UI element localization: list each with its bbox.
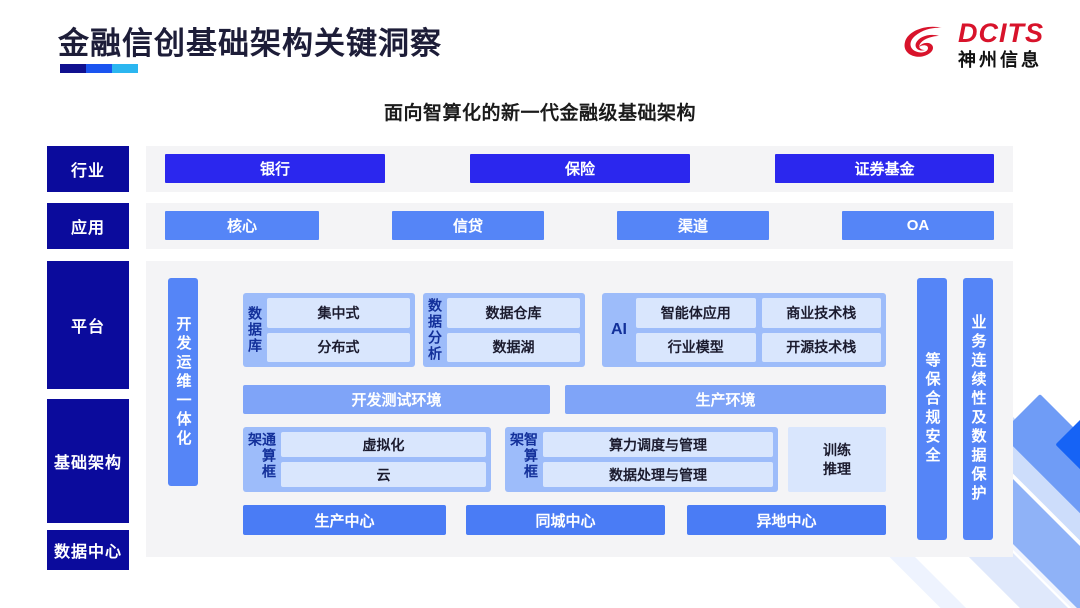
group-database[interactable]: 数据库 集中式 分布式	[243, 293, 415, 367]
rail-label-infrastructure[interactable]: 基础架构	[47, 399, 129, 523]
rail-label-application[interactable]: 应用	[47, 203, 129, 249]
compliance-vertical-label: 等保合规安全	[923, 352, 941, 466]
cell-commercial-stack[interactable]: 商业技术栈	[761, 298, 881, 328]
group-analytics-tag-wrap: 数据分析	[427, 298, 443, 362]
application-box-credit[interactable]: 信贷	[392, 211, 544, 240]
logo-en-label: DCITS	[958, 17, 1044, 48]
group-ai[interactable]: AI 智能体应用 商业技术栈 行业模型 开源技术栈	[602, 293, 886, 367]
industry-box-insurance[interactable]: 保险	[470, 154, 690, 183]
cell-industry-model[interactable]: 行业模型	[636, 332, 756, 362]
page-subtitle: 面向智算化的新一代金融级基础架构	[383, 103, 696, 124]
group-ai-row-2: 行业模型 开源技术栈	[636, 332, 881, 362]
group-analytics-body: 数据仓库 数据湖	[447, 298, 580, 362]
env-bar-production[interactable]: 生产环境	[565, 385, 886, 414]
group-ai-row-1: 智能体应用 商业技术栈	[636, 298, 881, 328]
industry-box-bank[interactable]: 银行	[165, 154, 385, 183]
devops-vertical-bar[interactable]: 开发运维一体化	[168, 278, 198, 486]
cell-centralized[interactable]: 集中式	[267, 298, 410, 328]
group-ai-tag: AI	[611, 321, 627, 338]
application-box-oa[interactable]: OA	[842, 211, 994, 240]
group-analytics-tag: 数据分析	[427, 298, 443, 362]
group-gc-row-1: 虚拟化	[281, 432, 486, 457]
rail-label-datacenter[interactable]: 数据中心	[47, 530, 129, 570]
brand-logo: DCITS 神州信息	[898, 18, 1044, 70]
cell-distributed[interactable]: 分布式	[267, 332, 410, 362]
application-box-channel[interactable]: 渠道	[617, 211, 769, 240]
group-general-compute[interactable]: 通算框架 虚拟化 云	[243, 427, 491, 492]
compliance-vertical-bar[interactable]: 等保合规安全	[917, 278, 947, 540]
logo-cn-label: 神州信息	[958, 49, 1042, 70]
title-underline-segment-1	[60, 64, 86, 73]
group-data-analytics[interactable]: 数据分析 数据仓库 数据湖	[423, 293, 585, 367]
dc-bar-local-center[interactable]: 同城中心	[466, 505, 665, 535]
logo-text: DCITS 神州信息	[958, 17, 1044, 70]
dcits-swirl-icon	[898, 18, 950, 70]
group-intelligent-compute-tag-wrap: 智算框架	[509, 432, 539, 487]
group-analytics-row-2: 数据湖	[447, 332, 580, 362]
group-intelligent-compute-body: 算力调度与管理 数据处理与管理	[543, 432, 773, 487]
group-general-compute-tag: 通算框架	[247, 432, 277, 480]
group-ai-body: 智能体应用 商业技术栈 行业模型 开源技术栈	[636, 298, 881, 362]
group-gc-row-2: 云	[281, 462, 486, 487]
group-intelligent-compute-tag: 智算框架	[509, 432, 539, 480]
cell-agent-application[interactable]: 智能体应用	[636, 298, 756, 328]
cell-data-warehouse[interactable]: 数据仓库	[447, 298, 580, 328]
application-box-core[interactable]: 核心	[165, 211, 319, 240]
group-general-compute-body: 虚拟化 云	[281, 432, 486, 487]
group-ic-row-1: 算力调度与管理	[543, 432, 773, 457]
group-database-row-2: 分布式	[267, 332, 410, 362]
title-underline-bar	[60, 64, 138, 73]
cell-compute-scheduling[interactable]: 算力调度与管理	[543, 432, 773, 457]
continuity-vertical-label: 业务连续性及数据保护	[969, 314, 987, 504]
cell-virtualization[interactable]: 虚拟化	[281, 432, 486, 457]
page-title: 金融信创基础架构关键洞察	[58, 26, 442, 61]
title-underline-segment-2	[86, 64, 112, 73]
industry-box-securities-fund[interactable]: 证券基金	[775, 154, 994, 183]
rail-label-industry[interactable]: 行业	[47, 146, 129, 192]
group-database-tag: 数据库	[247, 306, 263, 354]
group-database-row-1: 集中式	[267, 298, 410, 328]
group-intelligent-compute[interactable]: 智算框架 算力调度与管理 数据处理与管理	[505, 427, 778, 492]
continuity-vertical-bar[interactable]: 业务连续性及数据保护	[963, 278, 993, 540]
cell-training-inference[interactable]: 训练 推理	[788, 427, 886, 492]
dc-bar-remote-center[interactable]: 异地中心	[687, 505, 886, 535]
devops-vertical-label: 开发运维一体化	[174, 315, 192, 449]
rail-label-platform[interactable]: 平台	[47, 261, 129, 389]
cell-cloud[interactable]: 云	[281, 462, 486, 487]
group-ic-row-2: 数据处理与管理	[543, 462, 773, 487]
group-general-compute-tag-wrap: 通算框架	[247, 432, 277, 487]
cell-data-processing[interactable]: 数据处理与管理	[543, 462, 773, 487]
group-analytics-row-1: 数据仓库	[447, 298, 580, 328]
cell-data-lake[interactable]: 数据湖	[447, 332, 580, 362]
cell-opensource-stack[interactable]: 开源技术栈	[761, 332, 881, 362]
group-database-tag-wrap: 数据库	[247, 298, 263, 362]
stripe-6	[1055, 388, 1080, 608]
env-bar-dev-test[interactable]: 开发测试环境	[243, 385, 550, 414]
dc-bar-production-center[interactable]: 生产中心	[243, 505, 446, 535]
title-underline-segment-3	[112, 64, 138, 73]
group-database-body: 集中式 分布式	[267, 298, 410, 362]
